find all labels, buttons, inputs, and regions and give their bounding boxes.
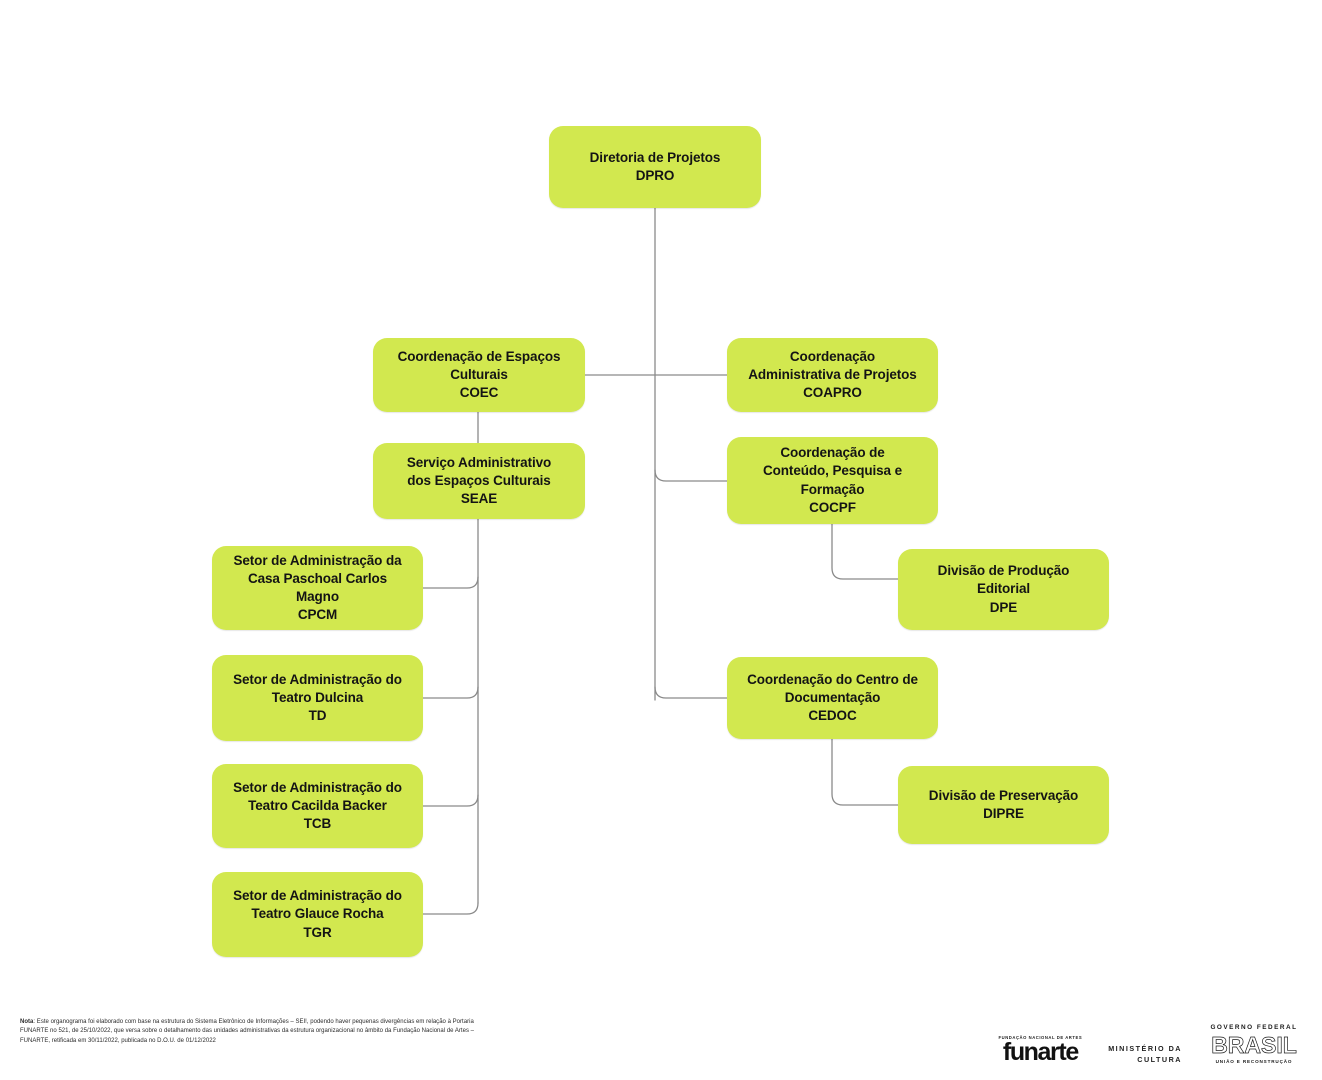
brasil-wordmark-graphic: BRASIL [1208,1032,1300,1058]
org-node-label: Diretoria de Projetos DPRO [589,149,721,183]
org-node-cedoc[interactable]: Coordenação do Centro de Documentação CE… [727,657,938,739]
org-node-td[interactable]: Setor de Administração do Teatro Dulcina… [212,655,423,741]
logo-strip: FUNDAÇÃO NACIONAL DE ARTES funarte MINIS… [998,1012,1300,1066]
edge-seae-cpcm [422,576,479,589]
org-node-cpcm[interactable]: Setor de Administração da Casa Paschoal … [212,546,423,630]
org-node-tgr[interactable]: Setor de Administração do Teatro Glauce … [212,872,423,957]
edge-seae-tgr [422,902,479,915]
org-node-label: Coordenação Administrativa de Projetos C… [748,348,917,401]
org-node-label: Setor de Administração do Teatro Cacilda… [233,779,402,832]
org-node-label: Setor de Administração do Teatro Glauce … [233,888,402,940]
ministerio-line-2: CULTURA [1137,1055,1182,1064]
edge-cedoc-dipre [831,738,899,806]
edge-cocpf-dpe [831,523,899,580]
org-node-tcb[interactable]: Setor de Administração do Teatro Cacilda… [212,764,423,848]
governo-federal-logo: GOVERNO FEDERAL BRASIL UNIÃO E RECONSTRU… [1208,1024,1300,1064]
org-node-label: Setor de Administração da Casa Paschoal … [233,552,402,623]
footer-note: Nota: Este organograma foi elaborado com… [20,1018,490,1046]
org-node-dpro[interactable]: Diretoria de Projetos DPRO [549,126,761,208]
ministerio-line-1: MINISTÉRIO DA [1108,1044,1182,1053]
uniao-e-reconstrucao-label: UNIÃO E RECONSTRUÇÃO [1215,1059,1293,1064]
org-node-label: Coordenação do Centro de Documentação CE… [747,671,918,724]
edge-seae-td [422,686,479,699]
funarte-tagline: FUNDAÇÃO NACIONAL DE ARTES [998,1035,1083,1040]
org-node-label: Setor de Administração do Teatro Dulcina… [233,671,402,724]
edge-dpro-cedoc [654,686,728,699]
brasil-wordmark: BRASIL [1211,1032,1297,1058]
org-node-label: Coordenação de Conteúdo, Pesquisa e Form… [762,445,903,515]
org-node-coec[interactable]: Coordenação de Espaços Culturais COEC [373,338,585,412]
footer-note-text: : Este organograma foi elaborado com bas… [20,1019,475,1044]
org-node-dipre[interactable]: Divisão de Preservação DIPRE [898,766,1109,844]
org-node-coapro[interactable]: Coordenação Administrativa de Projetos C… [727,338,938,412]
org-node-dpe[interactable]: Divisão de Produção Editorial DPE [898,549,1109,630]
org-node-label: Divisão de Produção Editorial DPE [937,563,1070,615]
org-node-seae[interactable]: Serviço Administrativo dos Espaços Cultu… [373,443,585,519]
org-node-label: Coordenação de Espaços Culturais COEC [397,348,561,401]
footer-note-label: Nota [20,1019,34,1025]
org-node-label: Divisão de Preservação DIPRE [928,787,1079,821]
org-node-label: Serviço Administrativo dos Espaços Cultu… [406,454,552,507]
ministerio-da-cultura-logo: MINISTÉRIO DA CULTURA [1108,1044,1182,1064]
edge-seae-tcb [422,794,479,807]
org-node-cocpf[interactable]: Coordenação de Conteúdo, Pesquisa e Form… [727,437,938,524]
footer: Nota: Este organograma foi elaborado com… [0,1010,1322,1080]
edge-dpro-cocpf [654,469,728,482]
governo-federal-label: GOVERNO FEDERAL [1210,1024,1298,1031]
funarte-logo: FUNDAÇÃO NACIONAL DE ARTES funarte [998,1035,1083,1066]
funarte-wordmark: funarte [1002,1038,1079,1066]
